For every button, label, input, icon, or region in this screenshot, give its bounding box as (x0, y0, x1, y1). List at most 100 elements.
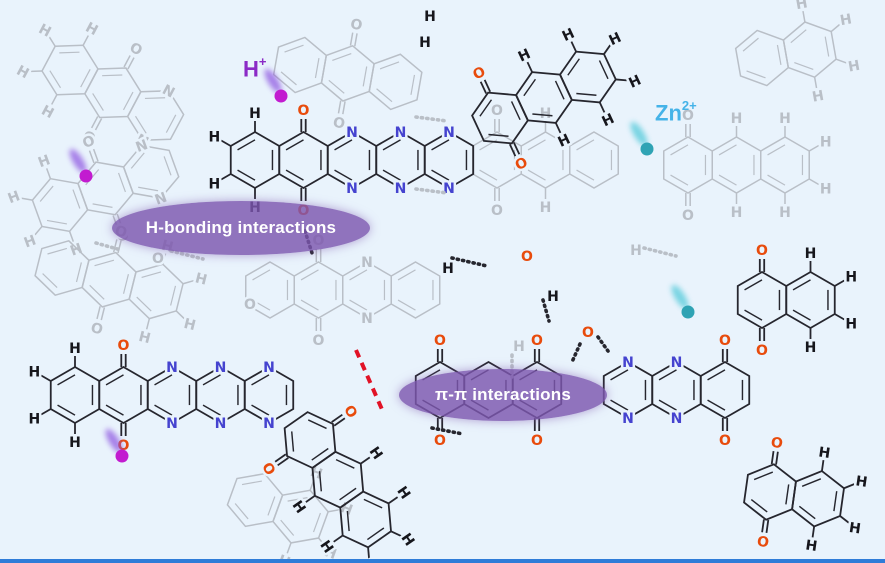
carbonyl-bond (761, 519, 765, 533)
zinc-symbol: Zn (655, 100, 682, 126)
inner-double-bond (554, 80, 565, 100)
oxygen-label: O (244, 297, 256, 313)
inner-double-bond (314, 58, 320, 79)
hydrogen-label: H (847, 58, 861, 76)
nitrogen-label: N (166, 360, 178, 376)
inner-double-bond (280, 519, 295, 536)
inner-double-bond (576, 92, 597, 96)
inner-double-bond (318, 471, 323, 492)
inner-double-bond (746, 70, 766, 79)
hydrogen-label: H (630, 243, 642, 259)
inner-double-bond (89, 284, 105, 300)
hydrogen-label: H (731, 111, 743, 127)
carbonyl-bond (96, 306, 101, 320)
oxygen-label: O (332, 115, 347, 133)
ch-bond (598, 102, 606, 113)
inner-double-bond (753, 471, 774, 481)
ch-bond (554, 122, 562, 134)
carbonyl-bond (342, 101, 346, 115)
inner-double-bond (670, 144, 689, 156)
carbonyl-bond (770, 450, 775, 465)
inner-double-bond (75, 262, 82, 283)
inner-double-bond (670, 174, 689, 186)
ring-bond (339, 490, 392, 549)
ch-bond (40, 374, 52, 382)
ion-dot (640, 142, 654, 156)
ch-bond (821, 460, 825, 472)
ch-bond (839, 515, 850, 524)
ch-bond (802, 11, 806, 23)
oxygen-label: O (521, 249, 533, 265)
hydrogen-label: H (547, 289, 559, 305)
inner-double-bond (532, 113, 553, 117)
hydrogen-label: H (839, 11, 853, 29)
inner-double-bond (707, 399, 726, 411)
ring-bond (81, 251, 137, 308)
inner-double-bond (49, 70, 62, 89)
inner-double-bond (334, 169, 353, 181)
carbonyl-bond (775, 451, 779, 465)
inner-double-bond (122, 91, 134, 111)
inner-double-bond (431, 139, 450, 151)
h-bond (596, 335, 610, 353)
inner-double-bond (138, 186, 159, 192)
inner-double-bond (117, 172, 126, 193)
carbonyl-bond (94, 118, 103, 131)
hydrogen-label: H (28, 365, 40, 381)
carbonyl-bond (483, 79, 491, 93)
nitrogen-label: N (395, 125, 407, 141)
hydrogen-label: H (36, 152, 52, 171)
inner-double-bond (798, 505, 816, 520)
inner-double-bond (334, 139, 353, 151)
hydrogen-label: H (14, 63, 32, 83)
proton-ion-label: H+ (243, 54, 266, 82)
inner-double-bond (163, 156, 172, 176)
inner-double-bond (794, 61, 814, 70)
nitrogen-label: N (159, 82, 177, 102)
nitrogen-label: N (443, 181, 455, 197)
inner-double-bond (527, 169, 546, 181)
inner-double-bond (291, 431, 295, 452)
ion-tail (630, 121, 648, 147)
inner-double-bond (105, 404, 124, 416)
inner-double-bond (658, 399, 677, 411)
ring-bond (734, 29, 790, 87)
hydrogen-label: H (249, 106, 261, 122)
ion-tail (69, 148, 87, 174)
inner-double-bond (767, 174, 786, 186)
inner-double-bond (335, 458, 355, 469)
proton-particle (264, 68, 288, 103)
nitrogen-label: N (361, 311, 373, 327)
nitrogen-label: N (671, 411, 683, 427)
inner-double-bond (130, 152, 145, 169)
ring-bond (782, 21, 837, 79)
inner-double-bond (42, 273, 58, 288)
inner-double-bond (598, 60, 609, 80)
inner-double-bond (376, 88, 393, 103)
ch-bond (603, 44, 612, 55)
inner-double-bond (39, 185, 54, 202)
hydrogen-label: H (276, 552, 292, 559)
ch-bond (175, 310, 185, 320)
ch-bond (182, 279, 194, 285)
inner-double-bond (488, 133, 509, 137)
inner-double-bond (307, 419, 327, 430)
inner-double-bond (237, 139, 256, 151)
oxygen-label: O (756, 243, 768, 259)
inner-double-bond (154, 374, 173, 386)
oxygen-label: O (719, 333, 731, 349)
carbonyl-bond (90, 116, 99, 129)
proton-particle (105, 428, 129, 463)
oxygen-label: O (582, 325, 594, 341)
inner-double-bond (252, 269, 271, 281)
h-bond (430, 426, 465, 436)
h-bond (94, 241, 123, 252)
inner-double-bond (251, 374, 270, 386)
inner-double-bond (479, 169, 498, 181)
inner-double-bond (527, 139, 546, 151)
hydrogen-label: H (208, 130, 220, 146)
